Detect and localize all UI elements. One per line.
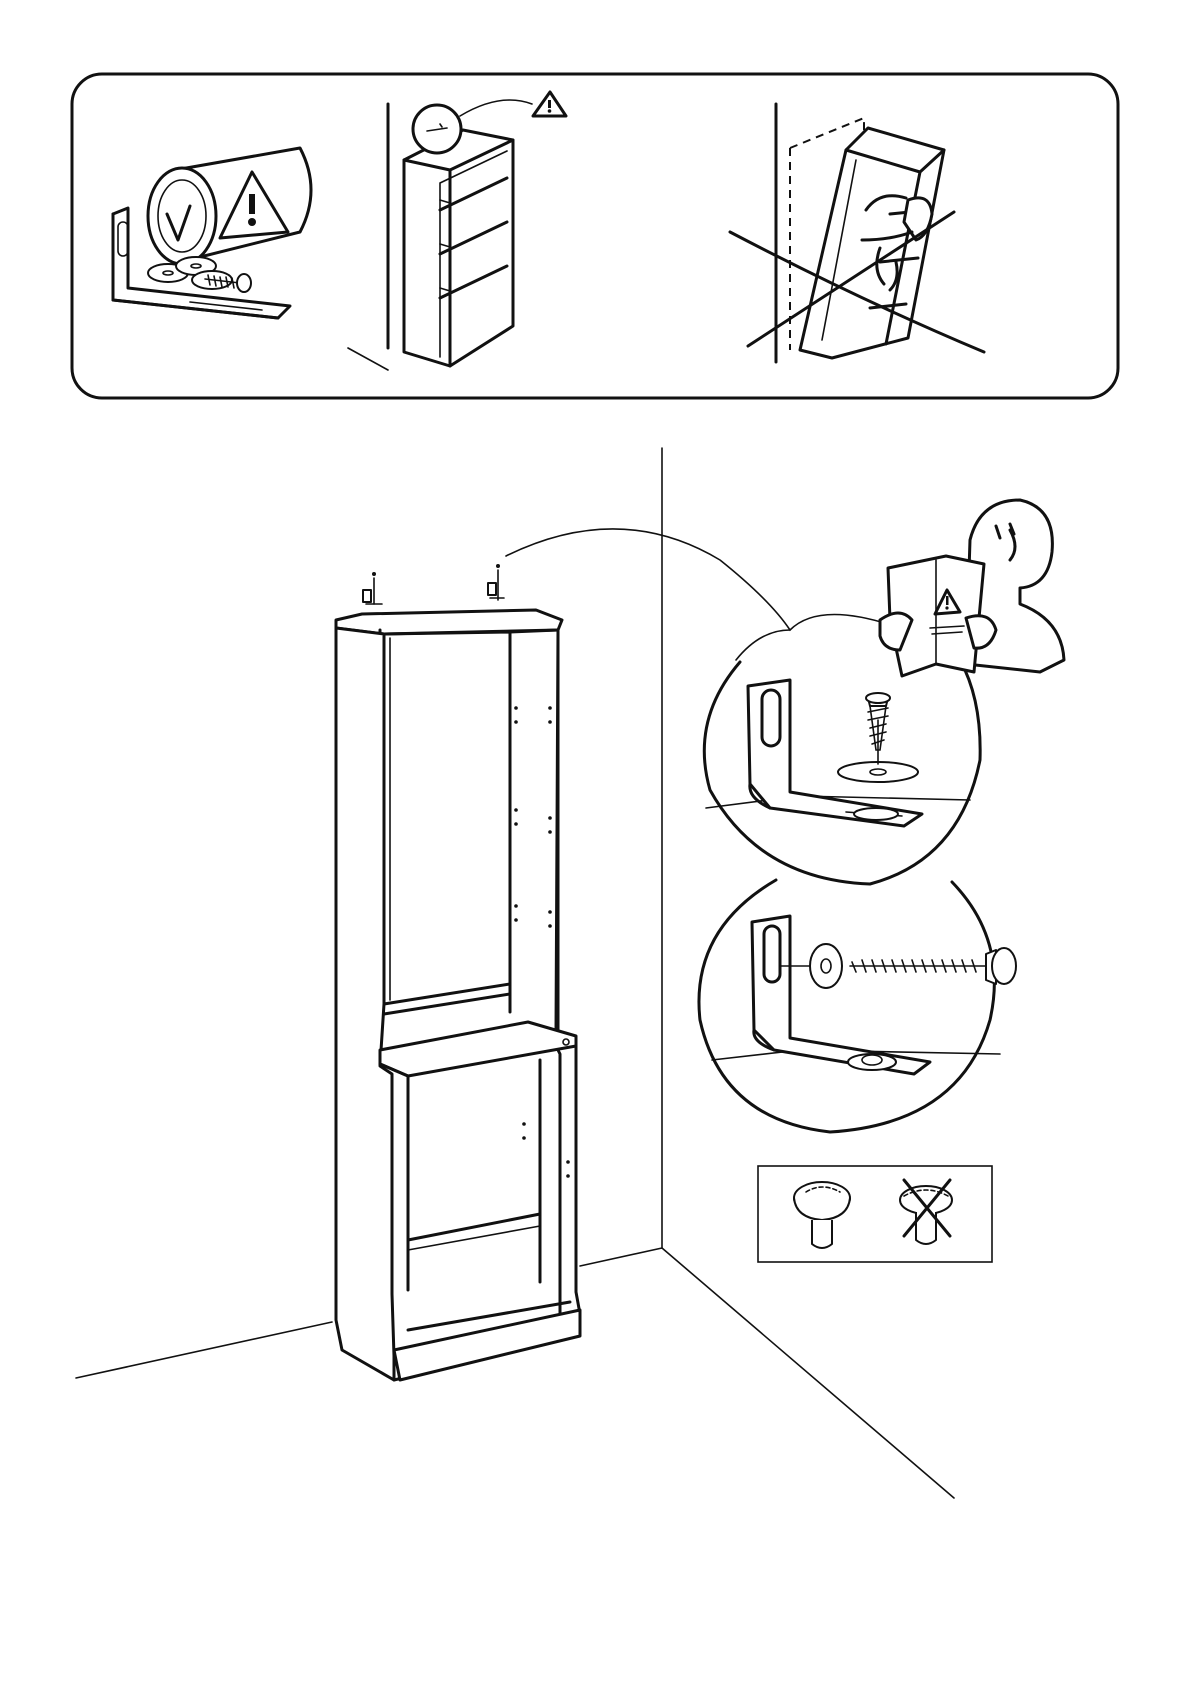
correct-screw-head — [794, 1182, 850, 1248]
washer-icon — [810, 944, 842, 988]
incorrect-screw-head-crossed — [900, 1180, 952, 1244]
wall-bracket-icon — [748, 680, 922, 826]
top-wall-brackets — [363, 564, 504, 604]
screw-head-comparison — [758, 1166, 992, 1262]
detail-bracket-washer — [704, 660, 980, 884]
tipping-bookcase-prohibited — [730, 104, 984, 362]
main-diagram — [76, 448, 1064, 1498]
warning-panel — [72, 74, 1118, 398]
bookcase-top-fixing-warning — [348, 92, 566, 370]
fixing-hardware-warning — [113, 148, 311, 318]
washer-icon — [838, 762, 918, 782]
detail-bracket-wall-screw — [699, 880, 1016, 1132]
ikea-man-reading-manual-icon — [880, 500, 1064, 676]
wood-screw-icon — [850, 948, 1016, 984]
bookcase — [336, 564, 580, 1380]
screw-icon — [866, 693, 890, 764]
